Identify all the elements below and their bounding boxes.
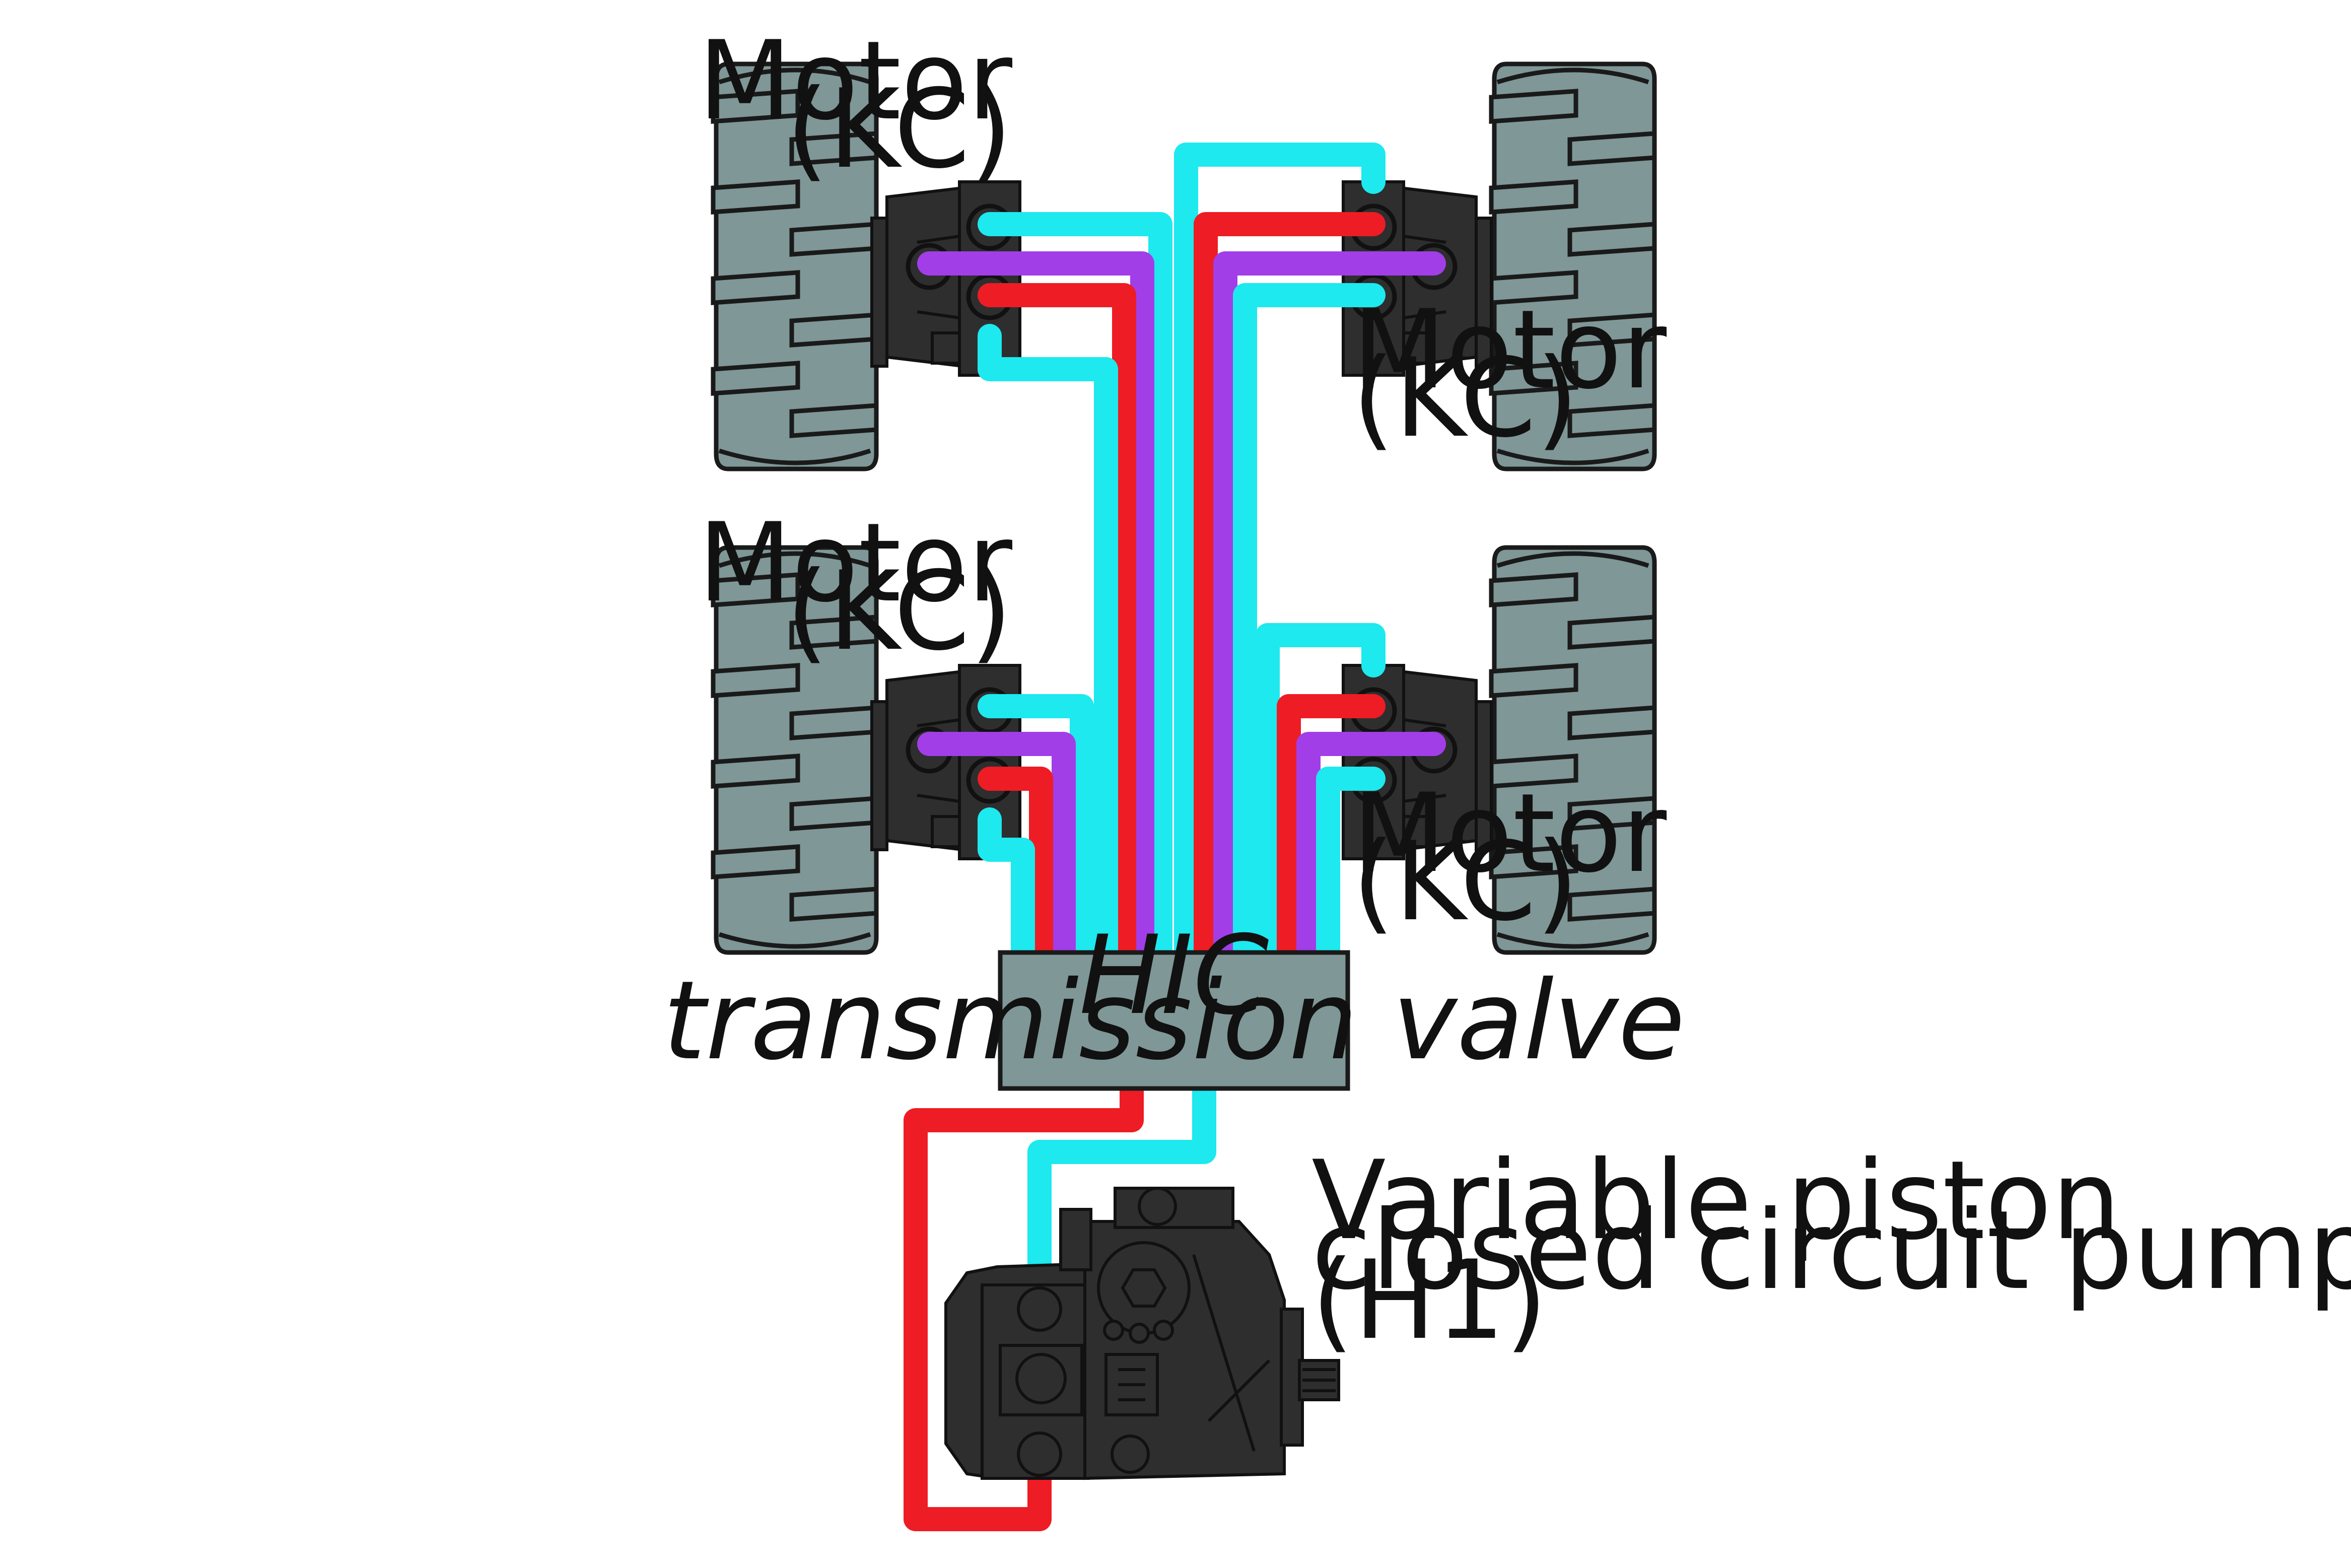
motor-label-line2: (KC): [1352, 335, 1578, 461]
motor-label-line2: (KC): [786, 548, 1012, 674]
pump-label-line1: Variable piston: [1311, 1137, 2121, 1264]
motor-label-line2: (KC): [1352, 819, 1578, 945]
pipe-cyan: [978, 807, 1035, 965]
valve-label-line2: transmission valve: [663, 958, 1685, 1084]
pipe-cyan: [978, 324, 1118, 965]
pipe-purple: [917, 732, 1076, 965]
pipe-purple: [1296, 732, 1446, 965]
motor-label-line1: Motor: [1352, 770, 1667, 897]
valve-block-icon: [998, 950, 1350, 1091]
pump-label-line2: closed circuit pump: [1311, 1187, 2351, 1314]
motor-label-line1: Motor: [1352, 287, 1667, 413]
pipe-cyan: [1256, 623, 1386, 965]
pipe-cyan: [1174, 143, 1386, 965]
pipe-red: [1277, 694, 1386, 965]
pipe-red: [904, 1076, 1144, 1531]
pipe-cyan: [978, 694, 1094, 965]
pipe-cyan: [978, 212, 1172, 965]
pipe-purple: [917, 251, 1154, 965]
motor-label-line1: Motor: [698, 18, 1012, 144]
pump-label-line3: (H1): [1311, 1237, 1547, 1364]
pipe-cyan: [1316, 767, 1386, 965]
pipe-red: [978, 767, 1053, 965]
hydraulic-pump-icon: [944, 1187, 1340, 1480]
pipe-red: [978, 283, 1136, 965]
motor-label-line1: Motor: [698, 500, 1012, 626]
pipe-cyan: [1027, 1076, 1216, 1320]
pipe-red: [1194, 212, 1386, 965]
motor-label-line2: (KC): [786, 66, 1012, 192]
pipe-purple: [1213, 251, 1446, 965]
pipe-cyan: [1233, 283, 1386, 965]
valve-label-line1: HIC: [1079, 912, 1269, 1039]
